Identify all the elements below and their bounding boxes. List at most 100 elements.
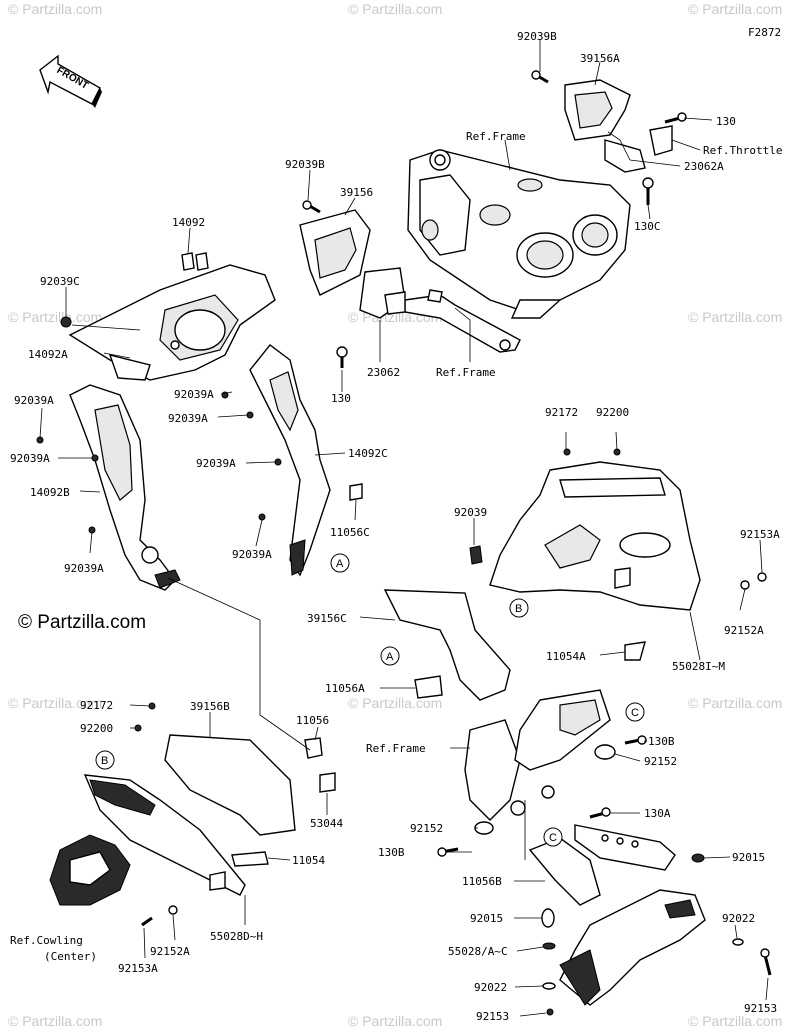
bolt-92039b-mid-icon bbox=[302, 200, 321, 214]
label-130a: 130A bbox=[644, 807, 671, 820]
watermark-text: © Partzilla.com bbox=[688, 1013, 782, 1029]
label-130b: 130B bbox=[378, 846, 405, 859]
watermark-text: © Partzilla.com bbox=[348, 1013, 442, 1029]
label-39156c: 39156C bbox=[307, 612, 347, 625]
center-cowling-part bbox=[49, 834, 131, 906]
frame-arm-part bbox=[404, 289, 521, 353]
bolt-92153-icon bbox=[546, 948, 772, 1016]
label-92039a: 92039A bbox=[196, 457, 236, 470]
label-130: 130 bbox=[716, 115, 736, 128]
label-92153: 92153 bbox=[476, 1010, 509, 1023]
bolt-130c-icon bbox=[642, 177, 654, 205]
watermark-text: © Partzilla.com bbox=[8, 695, 102, 711]
collar-92015-icon bbox=[541, 853, 705, 928]
label-23062: 23062 bbox=[367, 366, 400, 379]
collar-92200-right-icon bbox=[563, 448, 621, 456]
callout-letter: A bbox=[336, 558, 344, 570]
label-23062a: 23062A bbox=[684, 160, 724, 173]
cover-14092-part bbox=[181, 252, 209, 271]
label-92022: 92022 bbox=[474, 981, 507, 994]
label-39156: 39156 bbox=[340, 186, 373, 199]
callout-c-lower: C bbox=[543, 827, 563, 847]
callout-c-upper: C bbox=[625, 702, 645, 722]
bolt-130b-left-icon bbox=[437, 847, 459, 857]
label-55028-a-c: 55028/A~C bbox=[448, 945, 508, 958]
label-92015: 92015 bbox=[470, 912, 503, 925]
label-11054: 11054 bbox=[292, 854, 325, 867]
label-92039c: 92039C bbox=[40, 275, 80, 288]
label-92153a: 92153A bbox=[118, 962, 158, 975]
label-92200: 92200 bbox=[596, 406, 629, 419]
label-11056a: 11056A bbox=[325, 682, 365, 695]
bracket-39156-part bbox=[299, 209, 406, 319]
panel-39156b-part bbox=[164, 734, 336, 836]
collar-92200-left-icon bbox=[134, 702, 156, 732]
label-55028i-m: 55028I~M bbox=[672, 660, 725, 673]
label-92152: 92152 bbox=[644, 755, 677, 768]
washer-92152-icon bbox=[474, 744, 616, 835]
label-130: 130 bbox=[331, 392, 351, 405]
label-11056c: 11056C bbox=[330, 526, 370, 539]
figure-code: F2872 bbox=[748, 26, 781, 39]
label-92039b: 92039B bbox=[285, 158, 325, 171]
callout-a-upper: A bbox=[330, 553, 350, 573]
throttle-bracket-part bbox=[649, 125, 673, 156]
label-11056b: 11056B bbox=[462, 875, 502, 888]
stay-bracket-part bbox=[574, 824, 676, 871]
label-11054a: 11054A bbox=[546, 650, 586, 663]
callout-letter: A bbox=[386, 651, 394, 663]
label-92153a: 92153A bbox=[740, 528, 780, 541]
label-92039b: 92039B bbox=[517, 30, 557, 43]
side-cowl-55028i-m-part bbox=[489, 461, 701, 611]
label-39156b: 39156B bbox=[190, 700, 230, 713]
label-ref-frame: Ref.Frame bbox=[366, 742, 426, 755]
callout-b-lower: B bbox=[95, 750, 115, 770]
label-92153: 92153 bbox=[744, 1002, 777, 1015]
watermark-layer: © Partzilla.com © Partzilla.com © Partzi… bbox=[8, 1, 782, 1029]
lower-cowl-55028-a-c-part bbox=[559, 889, 706, 1006]
watermark-text: © Partzilla.com bbox=[688, 1, 782, 17]
callout-letter: C bbox=[631, 707, 639, 719]
label-92152a: 92152A bbox=[724, 624, 764, 637]
label-92152: 92152 bbox=[410, 822, 443, 835]
bolt-130a-icon bbox=[589, 807, 611, 819]
bracket-39156a-part bbox=[564, 79, 646, 173]
bolt-92039b-top-icon bbox=[531, 70, 549, 84]
front-arrow-icon: FRONT bbox=[39, 54, 102, 108]
label-92039a: 92039A bbox=[168, 412, 208, 425]
callout-letter: C bbox=[549, 832, 557, 844]
callout-b-upper: B bbox=[509, 598, 529, 618]
label-11056: 11056 bbox=[296, 714, 329, 727]
label-92200: 92200 bbox=[80, 722, 113, 735]
label-14092a: 14092A bbox=[28, 348, 68, 361]
clip-92039-icon bbox=[469, 545, 483, 565]
label-92172: 92172 bbox=[80, 699, 113, 712]
part-labels: 92039B 39156A 130 Ref.Throttle Ref.Frame… bbox=[10, 30, 782, 1023]
label-92039a: 92039A bbox=[10, 452, 50, 465]
label-92039a: 92039A bbox=[64, 562, 104, 575]
cover-14092c-part bbox=[249, 344, 331, 577]
label-39156a: 39156A bbox=[580, 52, 620, 65]
label-53044: 53044 bbox=[310, 817, 343, 830]
cover-14092a-part bbox=[68, 264, 276, 381]
bolt-130b-right-icon bbox=[624, 735, 647, 745]
grommet-92153a-right-icon bbox=[740, 572, 767, 590]
label-ref-frame: Ref.Frame bbox=[436, 366, 496, 379]
watermark-text: © Partzilla.com bbox=[688, 695, 782, 711]
bracket-11054-part bbox=[231, 851, 269, 867]
label-92015: 92015 bbox=[732, 851, 765, 864]
panel-39156c-part bbox=[383, 589, 646, 701]
leader-lines bbox=[39, 40, 769, 1017]
callout-a-lower: A bbox=[380, 646, 400, 666]
label-55028d-h: 55028D~H bbox=[210, 930, 263, 943]
label-14092: 14092 bbox=[172, 216, 205, 229]
label-92022: 92022 bbox=[722, 912, 755, 925]
watermark-text: © Partzilla.com bbox=[8, 1, 102, 17]
label-92172: 92172 bbox=[545, 406, 578, 419]
side-cowl-55028d-h-part bbox=[83, 774, 246, 896]
frame-part bbox=[407, 149, 631, 319]
bolt-92153a-left-icon bbox=[141, 905, 178, 927]
label-130c: 130C bbox=[634, 220, 661, 233]
cover-14092b-part bbox=[69, 384, 181, 591]
